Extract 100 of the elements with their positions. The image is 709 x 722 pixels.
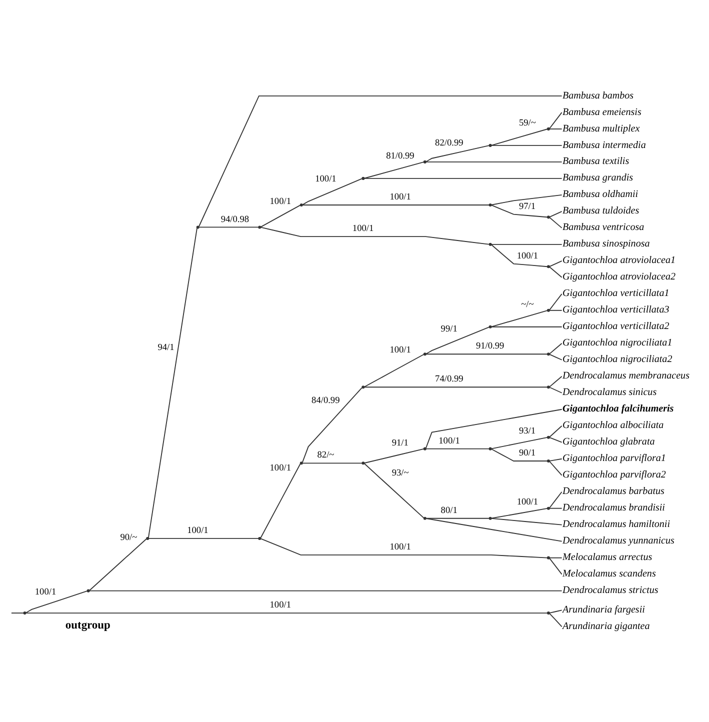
node-text: Gigantochloa parviflora2 — [562, 469, 666, 480]
edge-label: 93/1 — [518, 426, 536, 436]
connector — [426, 518, 562, 542]
edge-label: 100/1 — [34, 587, 56, 598]
edge-label: 97/1 — [518, 201, 536, 212]
connector — [364, 448, 424, 463]
node-text: Dendrocalamus yunnanicus — [562, 535, 674, 546]
connector — [549, 342, 562, 354]
node-text: Bambusa tuldoides — [562, 205, 640, 216]
edge-label: 100/1 — [390, 192, 411, 202]
connector — [302, 386, 362, 462]
connector — [425, 408, 562, 448]
connector — [549, 309, 562, 310]
edge-label: 100/1 — [270, 600, 291, 610]
node-text: Bambusa intermedia — [562, 139, 646, 150]
node-point — [423, 516, 426, 520]
node-point — [488, 143, 492, 146]
connector — [549, 210, 562, 217]
edge-label: ~/~ — [521, 300, 534, 310]
label: outgroup — [65, 619, 110, 632]
connector — [491, 436, 548, 449]
node-point — [300, 461, 303, 464]
connector — [491, 326, 562, 327]
connector — [549, 266, 562, 278]
node-text: Gigantochloa verticillata2 — [562, 320, 670, 332]
edge-label: 100/1 — [187, 526, 208, 536]
node-point — [23, 611, 26, 614]
connector — [148, 227, 198, 538]
node-point — [362, 385, 365, 388]
edge-label: 100/1 — [516, 496, 538, 507]
edge-label: 100/1 — [315, 174, 336, 184]
connector — [549, 490, 562, 508]
connector — [549, 424, 562, 437]
connector — [491, 507, 548, 518]
node-text: Bambusa emeiensis — [562, 106, 642, 118]
connector — [549, 386, 562, 393]
node-text: Arundinaria gigantea — [562, 620, 650, 632]
node-point — [146, 536, 150, 540]
node-text: Bambusa sinospinosa — [562, 238, 650, 250]
connector — [491, 204, 548, 218]
connector — [426, 353, 548, 354]
node-text: Gigantochloa albociliata — [562, 420, 664, 431]
connector — [491, 194, 562, 205]
connector — [491, 144, 562, 146]
node-point — [300, 202, 303, 206]
node-text: Dendrocalamus sinicus — [562, 386, 657, 398]
connector — [549, 436, 562, 442]
node-point — [258, 225, 262, 228]
connector — [549, 375, 562, 387]
connector — [549, 507, 562, 508]
node-text: Gigantochloa atroviolacea1 — [562, 254, 676, 266]
connector — [491, 128, 548, 146]
node-text: Gigantochloa glabrata — [562, 436, 655, 448]
connector — [198, 226, 259, 228]
node-text: Gigantochloa nigrociliata1 — [562, 337, 672, 348]
node-point — [546, 385, 550, 388]
connector — [26, 590, 88, 613]
edge-label: 100/1 — [516, 250, 538, 261]
connector — [302, 462, 362, 464]
connector — [426, 144, 490, 162]
node-text: Gigantochloa parviflora1 — [562, 452, 666, 464]
node-text: Gigantochloa verticillata3 — [562, 304, 670, 316]
connector — [491, 243, 562, 244]
connector — [549, 216, 562, 228]
node-text: Gigantochloa atroviolacea2 — [562, 271, 676, 282]
node-point — [488, 324, 492, 328]
edge-label: 94/1 — [158, 342, 174, 353]
node-text: Gigantochloa verticillata1 — [562, 288, 670, 299]
node-text: Melocalamus arrectus — [562, 552, 652, 563]
node-text: Gigantochloa falcihumeris — [562, 403, 674, 414]
connector — [260, 538, 548, 558]
connector — [426, 448, 490, 449]
node-text: Dendrocalamus hamiltonii — [562, 518, 670, 530]
edge-label: 99/1 — [440, 324, 458, 334]
edge-label: 100/1 — [270, 463, 291, 474]
node-point — [546, 352, 550, 356]
connector — [89, 590, 562, 591]
edge-label: 74/0.99 — [435, 374, 464, 384]
connector — [549, 460, 562, 476]
connector — [549, 612, 562, 627]
node-point — [423, 160, 426, 163]
node-point — [546, 506, 550, 510]
connector — [260, 226, 490, 244]
node-text: Bambusa oldhamii — [562, 188, 638, 200]
connector — [364, 161, 424, 178]
node-text: Bambusa textilis — [562, 156, 630, 167]
edge-label: 93/~ — [392, 468, 409, 478]
edge-label: 100/1 — [352, 224, 374, 234]
node-point — [488, 242, 492, 246]
connector — [549, 458, 562, 461]
node-point — [423, 446, 426, 450]
node-point — [488, 446, 492, 450]
edge-label: 84/0.99 — [312, 396, 340, 406]
node-text: Bambusa ventricosa — [562, 222, 644, 233]
node-text: Bambusa bambos — [562, 90, 634, 101]
node-text: Dendrocalamus barbatus — [562, 486, 664, 497]
node-point — [362, 461, 365, 464]
node-point — [546, 126, 550, 130]
connector — [549, 556, 562, 558]
edge-label: 100/1 — [390, 542, 411, 552]
